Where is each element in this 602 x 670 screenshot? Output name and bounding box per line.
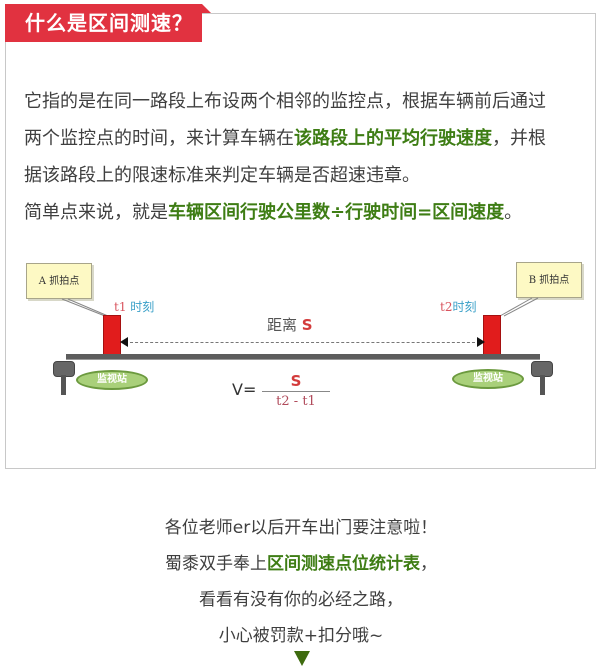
badge-fold-decoration — [202, 4, 211, 13]
highlight-formula: 车辆区间行驶公里数÷行驶时间=区间速度 — [168, 202, 505, 223]
intro-line-4: 简单点来说，就是车辆区间行驶公里数÷行驶时间=区间速度。 — [24, 202, 523, 223]
footer-line-1: 各位老师er以后开车出门要注意啦！ — [164, 518, 438, 538]
time-label-t1: t1 时刻 — [114, 300, 155, 314]
arrow-left-icon — [120, 337, 128, 347]
down-arrow-icon — [294, 651, 310, 666]
section-title-badge: 什么是区间测速？ — [5, 4, 202, 42]
highlight-stats-table: 区间测速点位统计表 — [267, 554, 420, 574]
footer-notice: 各位老师er以后开车出门要注意啦！ 蜀黍双手奉上区间测速点位统计表， 看看有没有… — [0, 510, 602, 654]
formula-fraction: S t2 - t1 — [262, 373, 330, 409]
station-b-oval: 监视站 — [452, 369, 524, 389]
footer-line-4: 小心被罚款+扣分哦~ — [218, 626, 384, 646]
content-card — [5, 13, 596, 469]
footer-line-3: 看看有没有你的必经之路， — [199, 590, 403, 610]
formula-lhs: V= — [232, 380, 257, 399]
intro-line-2: 两个监控点的时间，来计算车辆在该路段上的平均行驶速度，并根 — [24, 128, 546, 149]
highlight-average-speed: 该路段上的平均行驶速度 — [294, 128, 492, 149]
intro-paragraph: 它指的是在同一路段上布设两个相邻的监控点，根据车辆前后通过 两个监控点的时间，来… — [24, 83, 584, 231]
distance-label: 距离 S — [267, 316, 313, 334]
distance-dashed-line — [125, 342, 480, 343]
time-label-t2: t2时刻 — [440, 300, 477, 314]
station-a-oval: 监视站 — [76, 370, 148, 390]
intro-line-3: 据该路段上的限速标准来判定车辆是否超速违章。 — [24, 165, 420, 186]
camera-pole-b — [483, 315, 501, 355]
formula-numerator: S — [290, 372, 302, 390]
sign-post — [61, 375, 66, 395]
callout-point-b: B 抓拍点 — [516, 262, 582, 298]
callout-pointer-lines — [61, 297, 539, 317]
footer-line-2: 蜀黍双手奉上区间测速点位统计表， — [165, 554, 437, 574]
intro-line-1: 它指的是在同一路段上布设两个相邻的监控点，根据车辆前后通过 — [24, 91, 546, 112]
camera-pole-a — [103, 315, 121, 355]
callout-point-a: A 抓拍点 — [26, 263, 92, 299]
road-line — [66, 354, 540, 360]
section-speed-diagram: A 抓拍点 B 抓拍点 t1 时刻 t2时刻 距离 S 监视站 监视站 V= S… — [22, 258, 582, 418]
arrow-right-icon — [477, 337, 485, 347]
fraction-bar — [262, 391, 330, 392]
sign-post — [540, 375, 545, 395]
formula-denominator: t2 - t1 — [276, 394, 316, 409]
